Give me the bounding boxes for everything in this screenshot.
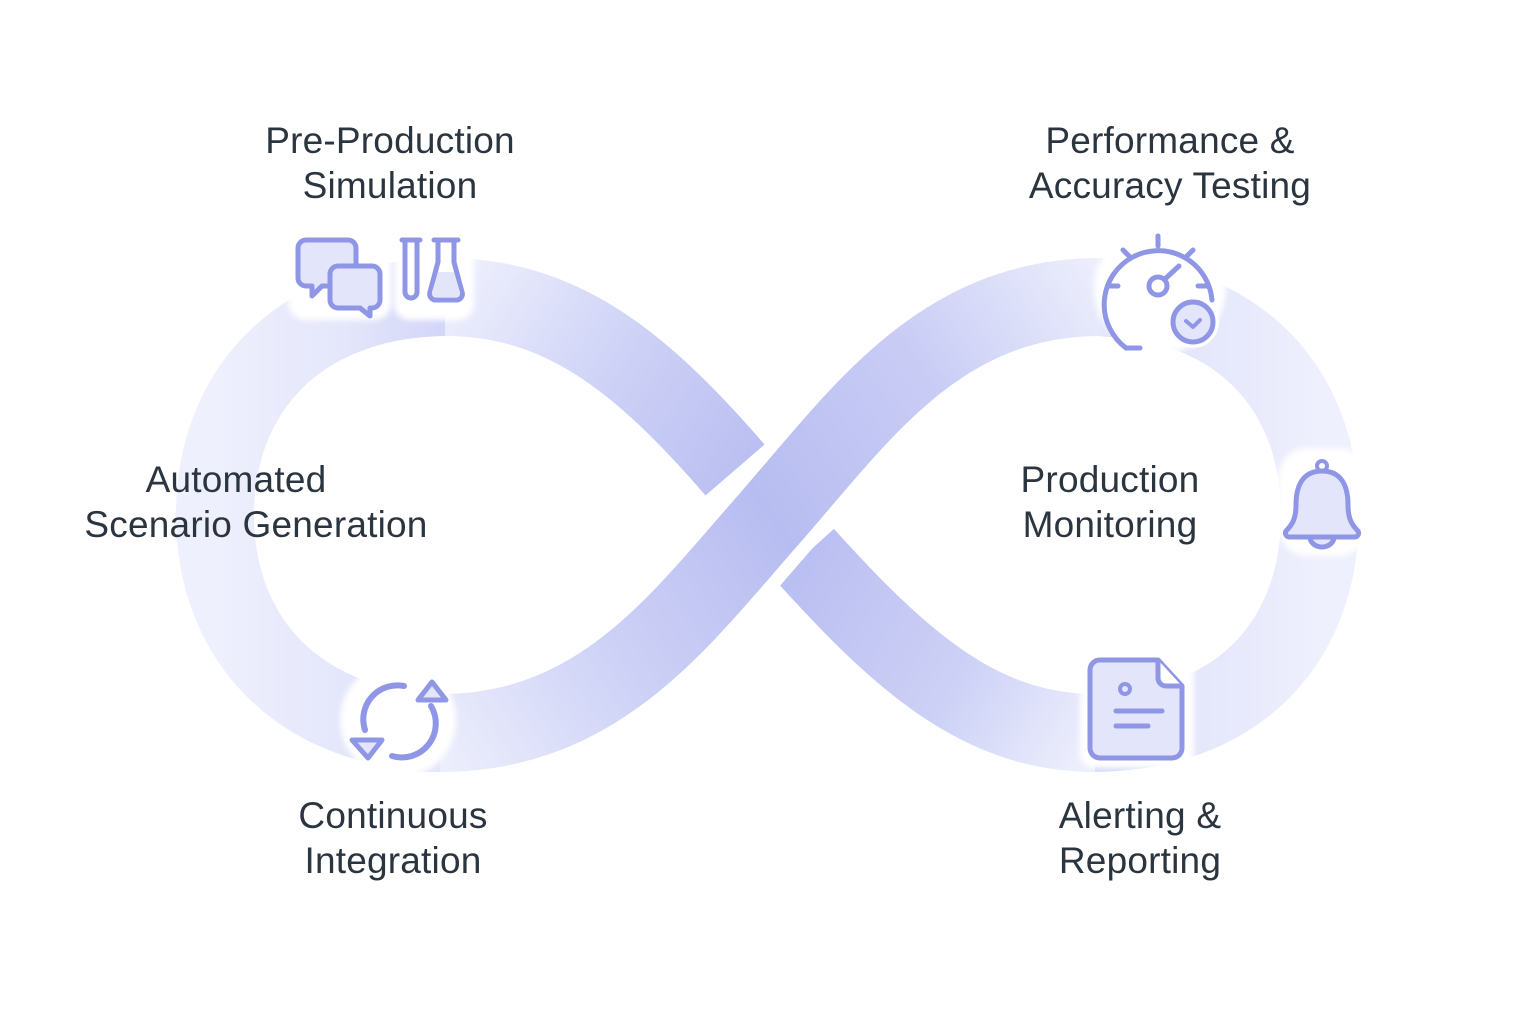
stage-label-pre-production-simulation: Pre-Production Simulation [190, 118, 590, 208]
left-loop-band [175, 258, 451, 772]
label-line: Performance & [1045, 120, 1295, 161]
stage-label-continuous-integration: Continuous Integration [193, 793, 593, 883]
chat-bubbles-icon [288, 228, 392, 320]
label-line: Scenario Generation [84, 504, 428, 545]
label-line: Pre-Production [265, 120, 515, 161]
label-line: Production [1020, 459, 1200, 500]
stage-label-performance-accuracy-testing: Performance & Accuracy Testing [970, 118, 1370, 208]
label-line: Accuracy Testing [1028, 165, 1312, 206]
label-line: Reporting [1058, 840, 1222, 881]
gauge-check-icon [1094, 222, 1226, 354]
stage-label-production-monitoring: Production Monitoring [910, 457, 1310, 547]
label-line: Automated [145, 459, 327, 500]
label-line: Monitoring [1022, 504, 1198, 545]
label-line: Simulation [302, 165, 478, 206]
stage-label-alerting-reporting: Alerting & Reporting [940, 793, 1340, 883]
descending-band-upper [444, 258, 765, 496]
label-line: Integration [304, 840, 482, 881]
ascending-band [439, 258, 1101, 772]
descending-band-lower [776, 528, 1096, 772]
stage-label-automated-scenario-generation: Automated Scenario Generation [56, 457, 456, 547]
test-tubes-icon [394, 228, 474, 320]
refresh-cycle-icon [340, 662, 456, 778]
label-line: Continuous [298, 795, 488, 836]
label-line: Alerting & [1058, 795, 1222, 836]
document-icon [1080, 650, 1194, 768]
bell-icon [1278, 448, 1368, 556]
